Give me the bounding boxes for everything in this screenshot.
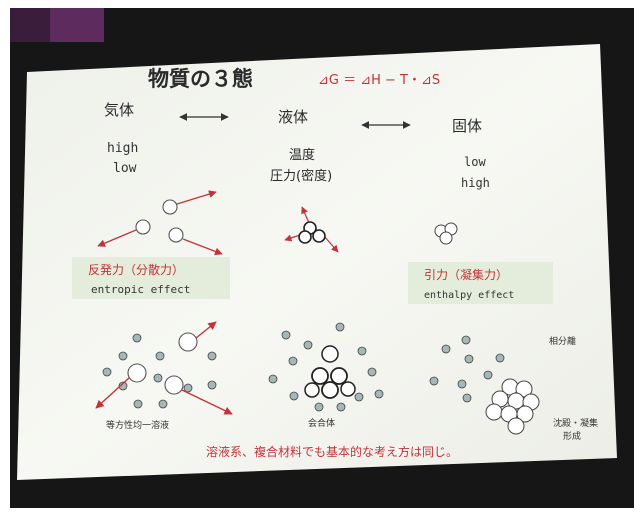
slide-title: 物質の３態 <box>148 67 253 91</box>
gas-molecules-diagram <box>97 190 223 256</box>
projection-screen <box>17 44 617 480</box>
solid-cluster-diagram <box>434 222 458 245</box>
gibbs-equation: ⊿G ＝ ⊿H − T・⊿S <box>318 73 440 88</box>
gas-level-low: low <box>113 161 137 176</box>
solid-level-low: low <box>464 155 486 169</box>
caption-precipitation-1: 沈殿・凝集 <box>553 417 598 429</box>
phase-gas: 気体 <box>104 101 134 119</box>
caption-isotropic-solution: 等方性均一溶液 <box>106 419 169 431</box>
phase-liquid: 液体 <box>278 108 308 126</box>
caption-precipitation-2: 形成 <box>563 430 581 442</box>
repulsion-box <box>72 257 230 299</box>
phase-solid: 固体 <box>452 117 482 135</box>
isotropic-solution-diagram <box>95 321 233 415</box>
slide-footer: 溶液系、複合材料でも基本的な考え方は同じ。 <box>206 444 458 459</box>
liquid-cluster-diagram <box>284 206 339 253</box>
liquid-factor-pressure: 圧力(密度) <box>270 168 332 184</box>
attraction-box <box>408 262 553 304</box>
caption-aggregate: 会合体 <box>308 417 335 429</box>
phase-separation-diagram <box>429 335 540 435</box>
attraction-label-en: enthalpy effect <box>424 290 514 301</box>
repulsion-label-jp: 反発力（分散力） <box>88 262 184 277</box>
curtain-shadow <box>10 8 50 42</box>
solid-level-high: high <box>461 176 490 190</box>
caption-phase-separation: 相分離 <box>549 335 576 347</box>
gas-level-high: high <box>107 141 138 156</box>
attraction-label-jp: 引力（凝集力） <box>424 267 508 282</box>
aggregate-diagram <box>268 322 384 412</box>
liquid-factor-temperature: 温度 <box>289 147 315 163</box>
repulsion-label-en: entropic effect <box>91 283 190 296</box>
